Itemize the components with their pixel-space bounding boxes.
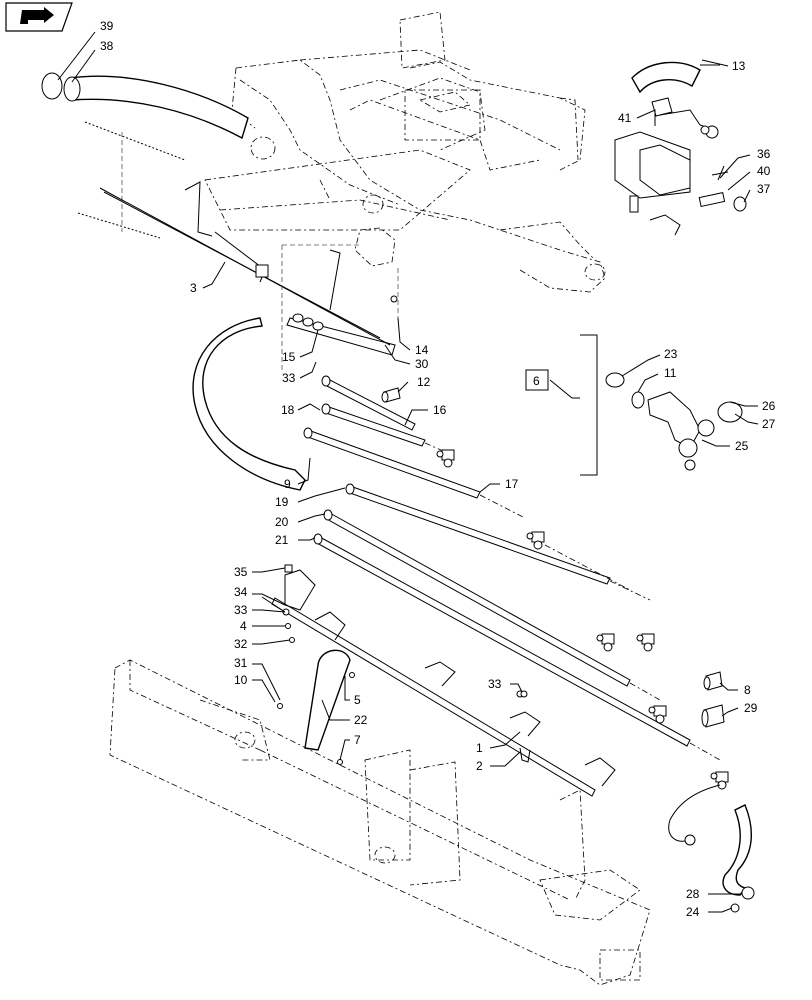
fasteners [277, 564, 528, 765]
hanger-22 [304, 649, 351, 751]
callout-26: 26 [762, 399, 776, 413]
lower-boom-bar [271, 569, 616, 797]
callout-15: 15 [282, 350, 296, 364]
callout-28: 28 [686, 887, 700, 901]
couplers-8-29 [701, 671, 725, 728]
callout-8: 8 [744, 683, 751, 697]
callout-2: 2 [476, 759, 483, 773]
valve-assembly-top-right [614, 61, 747, 236]
callout-33-bottom: 33 [488, 677, 502, 691]
callout-36: 36 [757, 147, 771, 161]
helical-springs [77, 121, 186, 239]
boom-hose-38 [41, 72, 249, 140]
callout-29: 29 [744, 701, 758, 715]
callout-17: 17 [505, 477, 519, 491]
nozzle-bodies [436, 449, 729, 790]
callout-31: 31 [234, 656, 248, 670]
hose-clamp-39 [41, 72, 63, 100]
hose-28 [668, 784, 755, 913]
callout-24: 24 [686, 905, 700, 919]
callout-33-mid: 33 [234, 603, 248, 617]
callout-9: 9 [284, 477, 291, 491]
callout-32: 32 [234, 637, 248, 651]
lower-frame [109, 659, 651, 986]
callout-1: 1 [476, 741, 483, 755]
callout-13: 13 [732, 59, 746, 73]
callout-37: 37 [757, 182, 771, 196]
callout-30: 30 [415, 357, 429, 371]
plug-12 [381, 387, 401, 403]
callout-21: 21 [275, 533, 289, 547]
callout-16: 16 [433, 403, 447, 417]
callout-23: 23 [664, 347, 678, 361]
callout-22: 22 [354, 713, 368, 727]
chassis-frame [204, 11, 606, 293]
hose-9 [192, 317, 306, 491]
boom-arm-3 [99, 181, 391, 346]
callout-18: 18 [281, 403, 295, 417]
boom-tubes [303, 375, 721, 761]
callout-20: 20 [275, 515, 289, 529]
arm-fittings [281, 244, 399, 370]
callout-27: 27 [762, 417, 776, 431]
book-arrow-icon[interactable] [5, 2, 73, 32]
callout-12: 12 [417, 375, 431, 389]
callout-5: 5 [354, 693, 361, 707]
callout-38: 38 [100, 39, 114, 53]
callout-35: 35 [234, 565, 248, 579]
callout-19: 19 [275, 495, 289, 509]
callout-41: 41 [618, 111, 632, 125]
callout-14: 14 [415, 343, 429, 357]
callout-7: 7 [354, 733, 361, 747]
callout-6: 6 [533, 374, 540, 388]
nozzle-body-assembly-6 [580, 334, 743, 476]
callout-40: 40 [757, 164, 771, 178]
callout-10: 10 [234, 673, 248, 687]
callout-34: 34 [234, 585, 248, 599]
callout-4: 4 [240, 619, 247, 633]
callout-3: 3 [190, 281, 197, 295]
leader-lines [57, 31, 759, 913]
callout-11: 11 [664, 366, 677, 380]
callout-33-top: 33 [282, 371, 296, 385]
callout-39: 39 [100, 19, 114, 33]
callout-labels: 39 38 13 41 36 40 37 3 14 15 30 33 12 18… [100, 19, 776, 919]
callout-25: 25 [735, 439, 749, 453]
